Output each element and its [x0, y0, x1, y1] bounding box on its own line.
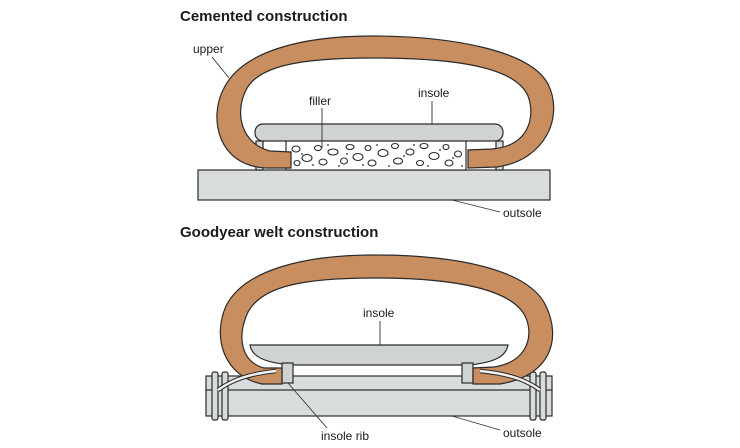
cemented-insole [254, 123, 504, 142]
cemented-outsole-label: outsole [503, 206, 542, 220]
goodyear-outsole-leader [451, 415, 501, 431]
right-stitch-thread-core [479, 369, 541, 391]
goodyear-left-insole-rib [281, 362, 294, 384]
goodyear-title: Goodyear welt construction [180, 224, 378, 241]
filler-pebbles [291, 142, 463, 167]
goodyear-upper [219, 254, 554, 385]
goodyear-right-insole-rib [461, 362, 474, 384]
left-stitch-thread-core [217, 369, 277, 391]
goodyear-insole [249, 344, 509, 366]
goodyear-construction-diagram: Goodyear welt construction insole i [180, 224, 554, 443]
cemented-outsole-leader [451, 199, 501, 213]
cemented-title: Cemented construction [180, 8, 348, 25]
cemented-insole-label: insole [418, 86, 450, 100]
goodyear-outsole [205, 388, 553, 417]
cemented-outsole [197, 169, 551, 201]
filler-specks [301, 144, 463, 167]
cemented-filler-label: filler [309, 94, 331, 108]
cemented-construction-diagram: Cemented construction [180, 8, 555, 220]
cemented-upper-label: upper [193, 42, 224, 56]
goodyear-outsole-label: outsole [503, 426, 542, 440]
cemented-upper-leader [211, 56, 230, 79]
goodyear-insole-rib-leader [287, 382, 328, 429]
goodyear-insole-label: insole [363, 306, 395, 320]
goodyear-insole-rib-label: insole rib [321, 429, 369, 443]
cemented-upper [216, 35, 555, 169]
